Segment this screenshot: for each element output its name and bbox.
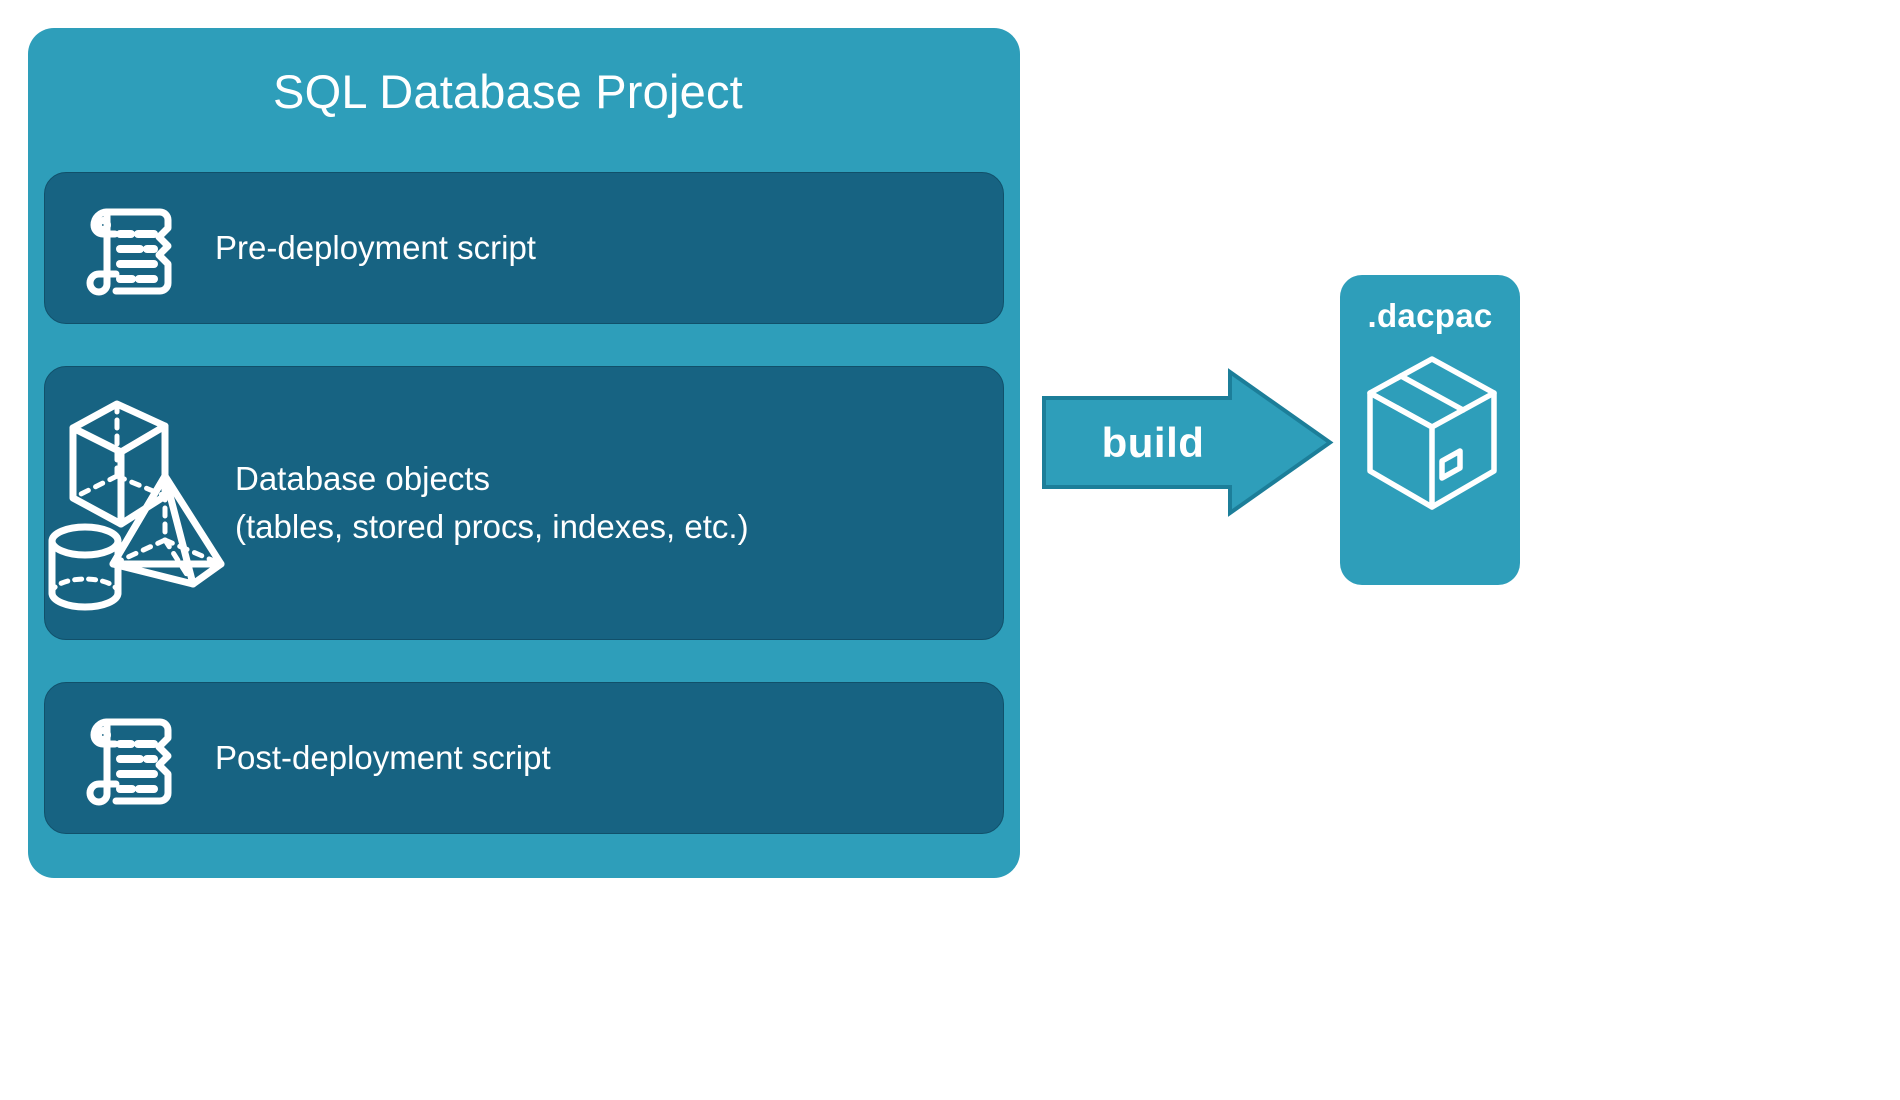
card-database-objects[interactable]: Database objects (tables, stored procs, … [44, 366, 1004, 640]
scroll-icon [45, 702, 215, 814]
card-database-objects-label: Database objects (tables, stored procs, … [235, 460, 749, 545]
shapes-icon [45, 388, 235, 618]
card-pre-deployment-label: Pre-deployment script [215, 229, 536, 267]
scroll-icon [45, 192, 215, 304]
card-pre-deployment[interactable]: Pre-deployment script [44, 172, 1004, 324]
dacpac-title: .dacpac [1367, 297, 1493, 334]
arrow-right-icon [1042, 368, 1334, 517]
build-arrow: build [1042, 368, 1334, 517]
card-post-deployment-label: Post-deployment script [215, 739, 551, 777]
card-post-deployment[interactable]: Post-deployment script [44, 682, 1004, 834]
pyramid-icon [109, 472, 225, 588]
cylinder-icon [48, 523, 122, 611]
package-box-icon [1367, 353, 1497, 513]
sql-database-project-panel: SQL Database Project [28, 28, 1020, 878]
dacpac-panel: .dacpac [1340, 275, 1520, 585]
project-title: SQL Database Project [273, 65, 743, 118]
build-arrow-label: build [1101, 418, 1205, 466]
